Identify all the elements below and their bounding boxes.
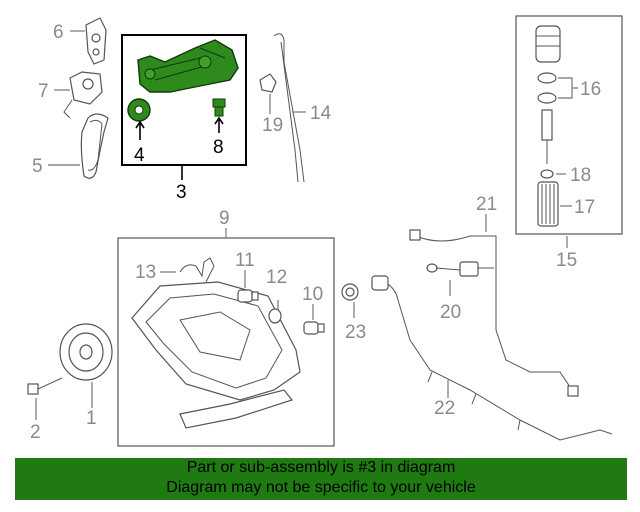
callout-3: 3 xyxy=(176,182,187,203)
callout-21: 21 xyxy=(476,194,497,215)
callout-4: 4 xyxy=(134,145,145,166)
seal-icon[interactable] xyxy=(540,169,554,179)
callout-1: 1 xyxy=(86,408,97,429)
banner-line-1: Part or sub-assembly is #3 in diagram xyxy=(186,459,456,476)
oil-pump-assembly-icon[interactable] xyxy=(137,39,239,93)
belt-icon[interactable] xyxy=(80,113,109,179)
callout-16: 16 xyxy=(580,79,601,100)
callout-17: 17 xyxy=(574,197,595,218)
callout-6: 6 xyxy=(53,22,64,43)
callout-18: 18 xyxy=(570,165,591,186)
callout-5: 5 xyxy=(32,156,43,177)
drain-plug-icon[interactable] xyxy=(303,321,325,335)
callout-2: 2 xyxy=(30,422,41,443)
filter-element-icon[interactable] xyxy=(537,181,559,227)
assembly-3-box xyxy=(121,34,247,166)
callout-8: 8 xyxy=(213,137,224,158)
dipstick-icon[interactable] xyxy=(273,33,305,183)
callout-9: 9 xyxy=(219,208,230,229)
banner-line-2: Diagram may not be specific to your vehi… xyxy=(166,479,476,496)
filter-housing-icon[interactable] xyxy=(535,25,561,63)
tensioner-icon[interactable] xyxy=(63,71,103,119)
gasket-icon[interactable] xyxy=(179,389,294,429)
callout-11: 11 xyxy=(235,250,255,271)
info-banner: Part or sub-assembly is #3 in diagram Di… xyxy=(15,458,627,500)
wiring-harness-icon[interactable] xyxy=(371,275,613,441)
oil-pan-icon[interactable] xyxy=(131,281,301,401)
callout-14: 14 xyxy=(310,103,332,124)
grommet-icon[interactable] xyxy=(341,283,359,301)
plug-icon[interactable] xyxy=(212,98,226,117)
arrow-8 xyxy=(214,116,224,125)
gear-icon[interactable] xyxy=(127,98,151,122)
filter-box xyxy=(515,15,623,235)
clip-icon[interactable] xyxy=(259,73,277,93)
sensor-icon[interactable] xyxy=(237,289,259,303)
bracket-icon[interactable] xyxy=(85,17,107,65)
sensor-harness-icon[interactable] xyxy=(409,229,579,397)
callout-15: 15 xyxy=(556,250,577,271)
arrow-4 xyxy=(135,120,145,129)
callout-12: 12 xyxy=(266,267,287,288)
callout-10: 10 xyxy=(302,284,323,305)
bolt-icon[interactable] xyxy=(27,377,63,395)
callout-19: 19 xyxy=(262,115,283,136)
tube-icon[interactable] xyxy=(179,257,215,283)
o-ring-icon[interactable] xyxy=(537,72,557,104)
callout-13: 13 xyxy=(135,262,156,283)
callout-20: 20 xyxy=(440,302,461,323)
pulley-icon[interactable] xyxy=(59,323,113,381)
callout-22: 22 xyxy=(434,398,455,419)
o2-sensor-icon[interactable] xyxy=(426,261,494,277)
valve-icon[interactable] xyxy=(541,109,553,164)
callout-7: 7 xyxy=(38,81,49,102)
fitting-icon[interactable] xyxy=(268,300,282,324)
callout-23: 23 xyxy=(345,322,366,343)
